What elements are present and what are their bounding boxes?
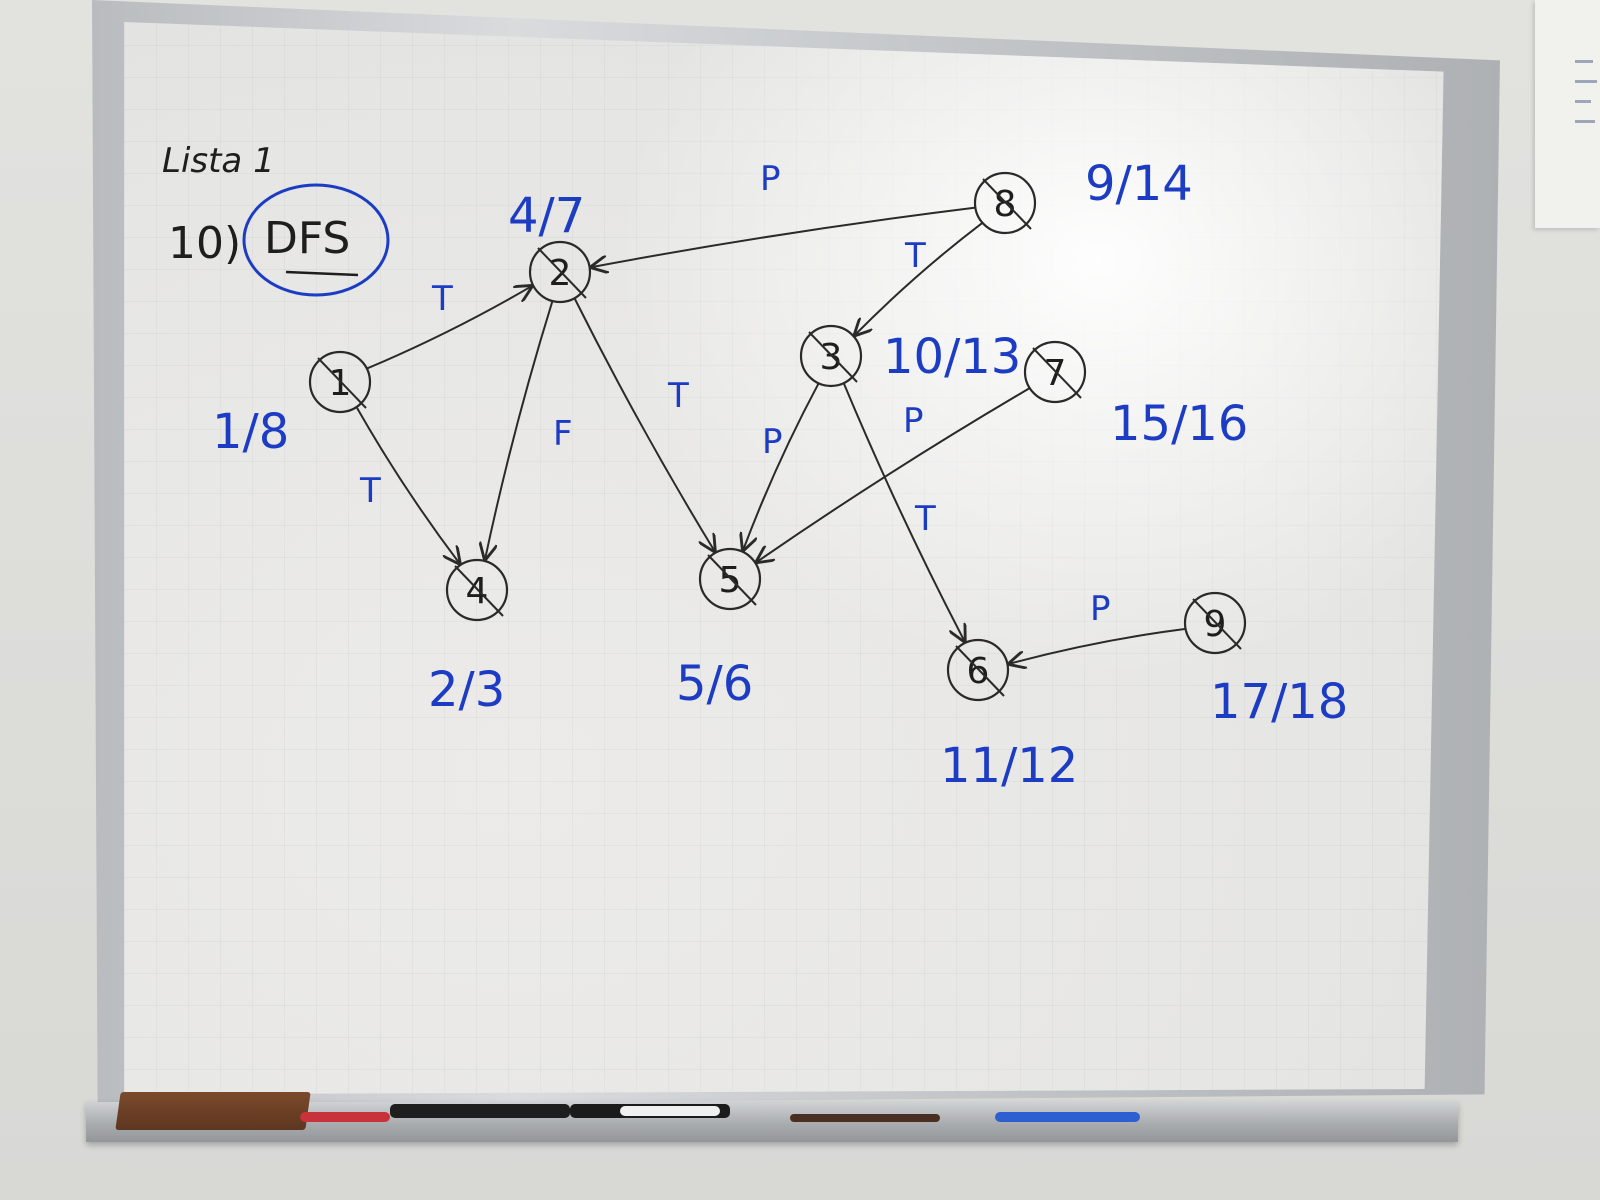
node-1-times: 1/8 bbox=[212, 404, 289, 460]
graph-node-5: 5 bbox=[698, 547, 762, 611]
edge-node-8-to-node-3 bbox=[855, 221, 984, 335]
node-2-circle bbox=[528, 240, 592, 304]
node-9-visited-strike bbox=[1192, 598, 1242, 650]
topic-underline bbox=[285, 270, 359, 277]
node-4-label: 4 bbox=[466, 571, 489, 612]
edge-node-7-to-node-5 bbox=[757, 387, 1031, 562]
edge-node-8-to-node-2 bbox=[592, 206, 977, 268]
exercise-number: 10) bbox=[168, 218, 241, 269]
node-3-circle bbox=[799, 324, 863, 388]
graph-node-9: 9 bbox=[1183, 591, 1247, 655]
node-8-times: 9/14 bbox=[1085, 156, 1193, 212]
topic-label: DFS bbox=[264, 213, 350, 264]
node-6-circle bbox=[946, 638, 1010, 702]
edge-label-node-1-to-node-4: T bbox=[359, 471, 381, 511]
posted-paper bbox=[1535, 0, 1600, 228]
graph-discovery-finish-times: 1/8 4/7 10/13 2/3 5/6 11/12 15/16 9/14 17/18 bbox=[212, 156, 1348, 794]
edge-label-node-3-to-node-5: P bbox=[762, 422, 783, 462]
node-7-visited-strike bbox=[1032, 347, 1082, 399]
node-9-label: 9 bbox=[1204, 604, 1227, 645]
graph-edge-labels: T T F T P T P T P P bbox=[359, 159, 1111, 629]
black-marker bbox=[390, 1104, 570, 1118]
edge-label-node-2-to-node-4: F bbox=[553, 414, 573, 454]
edge-node-1-to-node-4 bbox=[355, 406, 460, 563]
white-marker-label bbox=[620, 1106, 720, 1116]
topic-circle bbox=[242, 183, 390, 297]
graph-node-1: 1 bbox=[308, 350, 372, 414]
edge-label-node-1-to-node-2: T bbox=[431, 279, 453, 319]
edge-label-node-9-to-node-6: P bbox=[1090, 589, 1111, 629]
edge-node-2-to-node-4 bbox=[485, 300, 554, 559]
edge-label-node-8-to-node-2: P bbox=[760, 159, 781, 199]
graph-node-4: 4 bbox=[445, 558, 509, 622]
graph-node-3: 3 bbox=[799, 324, 863, 388]
node-1-label: 1 bbox=[329, 363, 352, 404]
node-3-visited-strike bbox=[808, 331, 858, 383]
node-8-label: 8 bbox=[994, 184, 1017, 225]
edge-label-node-7-to-node-5: P bbox=[903, 401, 924, 441]
node-1-circle bbox=[308, 350, 372, 414]
edge-label-node-3-to-node-6: T bbox=[914, 499, 936, 539]
node-8-visited-strike bbox=[982, 178, 1032, 230]
edge-node-1-to-node-2 bbox=[365, 286, 532, 370]
node-7-label: 7 bbox=[1044, 353, 1067, 394]
node-6-times: 11/12 bbox=[940, 738, 1078, 794]
graph-nodes: 1 2 3 4 5 6 7 8 9 bbox=[308, 171, 1247, 702]
node-4-visited-strike bbox=[454, 565, 504, 617]
node-5-visited-strike bbox=[707, 554, 757, 606]
node-8-circle bbox=[973, 171, 1037, 235]
node-2-visited-strike bbox=[537, 247, 587, 299]
graph-node-8: 8 bbox=[973, 171, 1037, 235]
node-6-visited-strike bbox=[955, 645, 1005, 697]
edge-label-node-8-to-node-3: T bbox=[904, 236, 926, 276]
graph-node-2: 2 bbox=[528, 240, 592, 304]
node-7-circle bbox=[1023, 340, 1087, 404]
node-5-label: 5 bbox=[719, 560, 742, 601]
node-2-label: 2 bbox=[549, 253, 572, 294]
edge-node-2-to-node-5 bbox=[573, 297, 715, 551]
edge-node-3-to-node-5 bbox=[743, 382, 820, 550]
board-heading: Lista 1 bbox=[162, 141, 275, 181]
whiteboard-surface bbox=[124, 22, 1444, 1095]
edge-node-9-to-node-6 bbox=[1009, 627, 1187, 664]
node-2-times: 4/7 bbox=[508, 188, 585, 244]
graph-edges bbox=[355, 206, 1187, 664]
node-5-circle bbox=[698, 547, 762, 611]
node-3-times: 10/13 bbox=[883, 329, 1021, 385]
brown-marker bbox=[790, 1114, 940, 1122]
edge-node-3-to-node-6 bbox=[842, 382, 965, 641]
node-4-times: 2/3 bbox=[428, 662, 505, 718]
node-3-label: 3 bbox=[820, 337, 843, 378]
node-4-circle bbox=[445, 558, 509, 622]
node-9-circle bbox=[1183, 591, 1247, 655]
node-1-visited-strike bbox=[317, 357, 367, 409]
red-marker bbox=[300, 1112, 390, 1122]
graph-node-6: 6 bbox=[946, 638, 1010, 702]
marker-tray bbox=[86, 1102, 1458, 1142]
node-6-label: 6 bbox=[967, 651, 990, 692]
node-9-times: 17/18 bbox=[1210, 674, 1348, 730]
node-5-times: 5/6 bbox=[676, 656, 753, 712]
blue-marker bbox=[995, 1112, 1140, 1122]
graph-node-7: 7 bbox=[1023, 340, 1087, 404]
node-7-times: 15/16 bbox=[1110, 396, 1248, 452]
edge-label-node-2-to-node-5: T bbox=[667, 376, 689, 416]
